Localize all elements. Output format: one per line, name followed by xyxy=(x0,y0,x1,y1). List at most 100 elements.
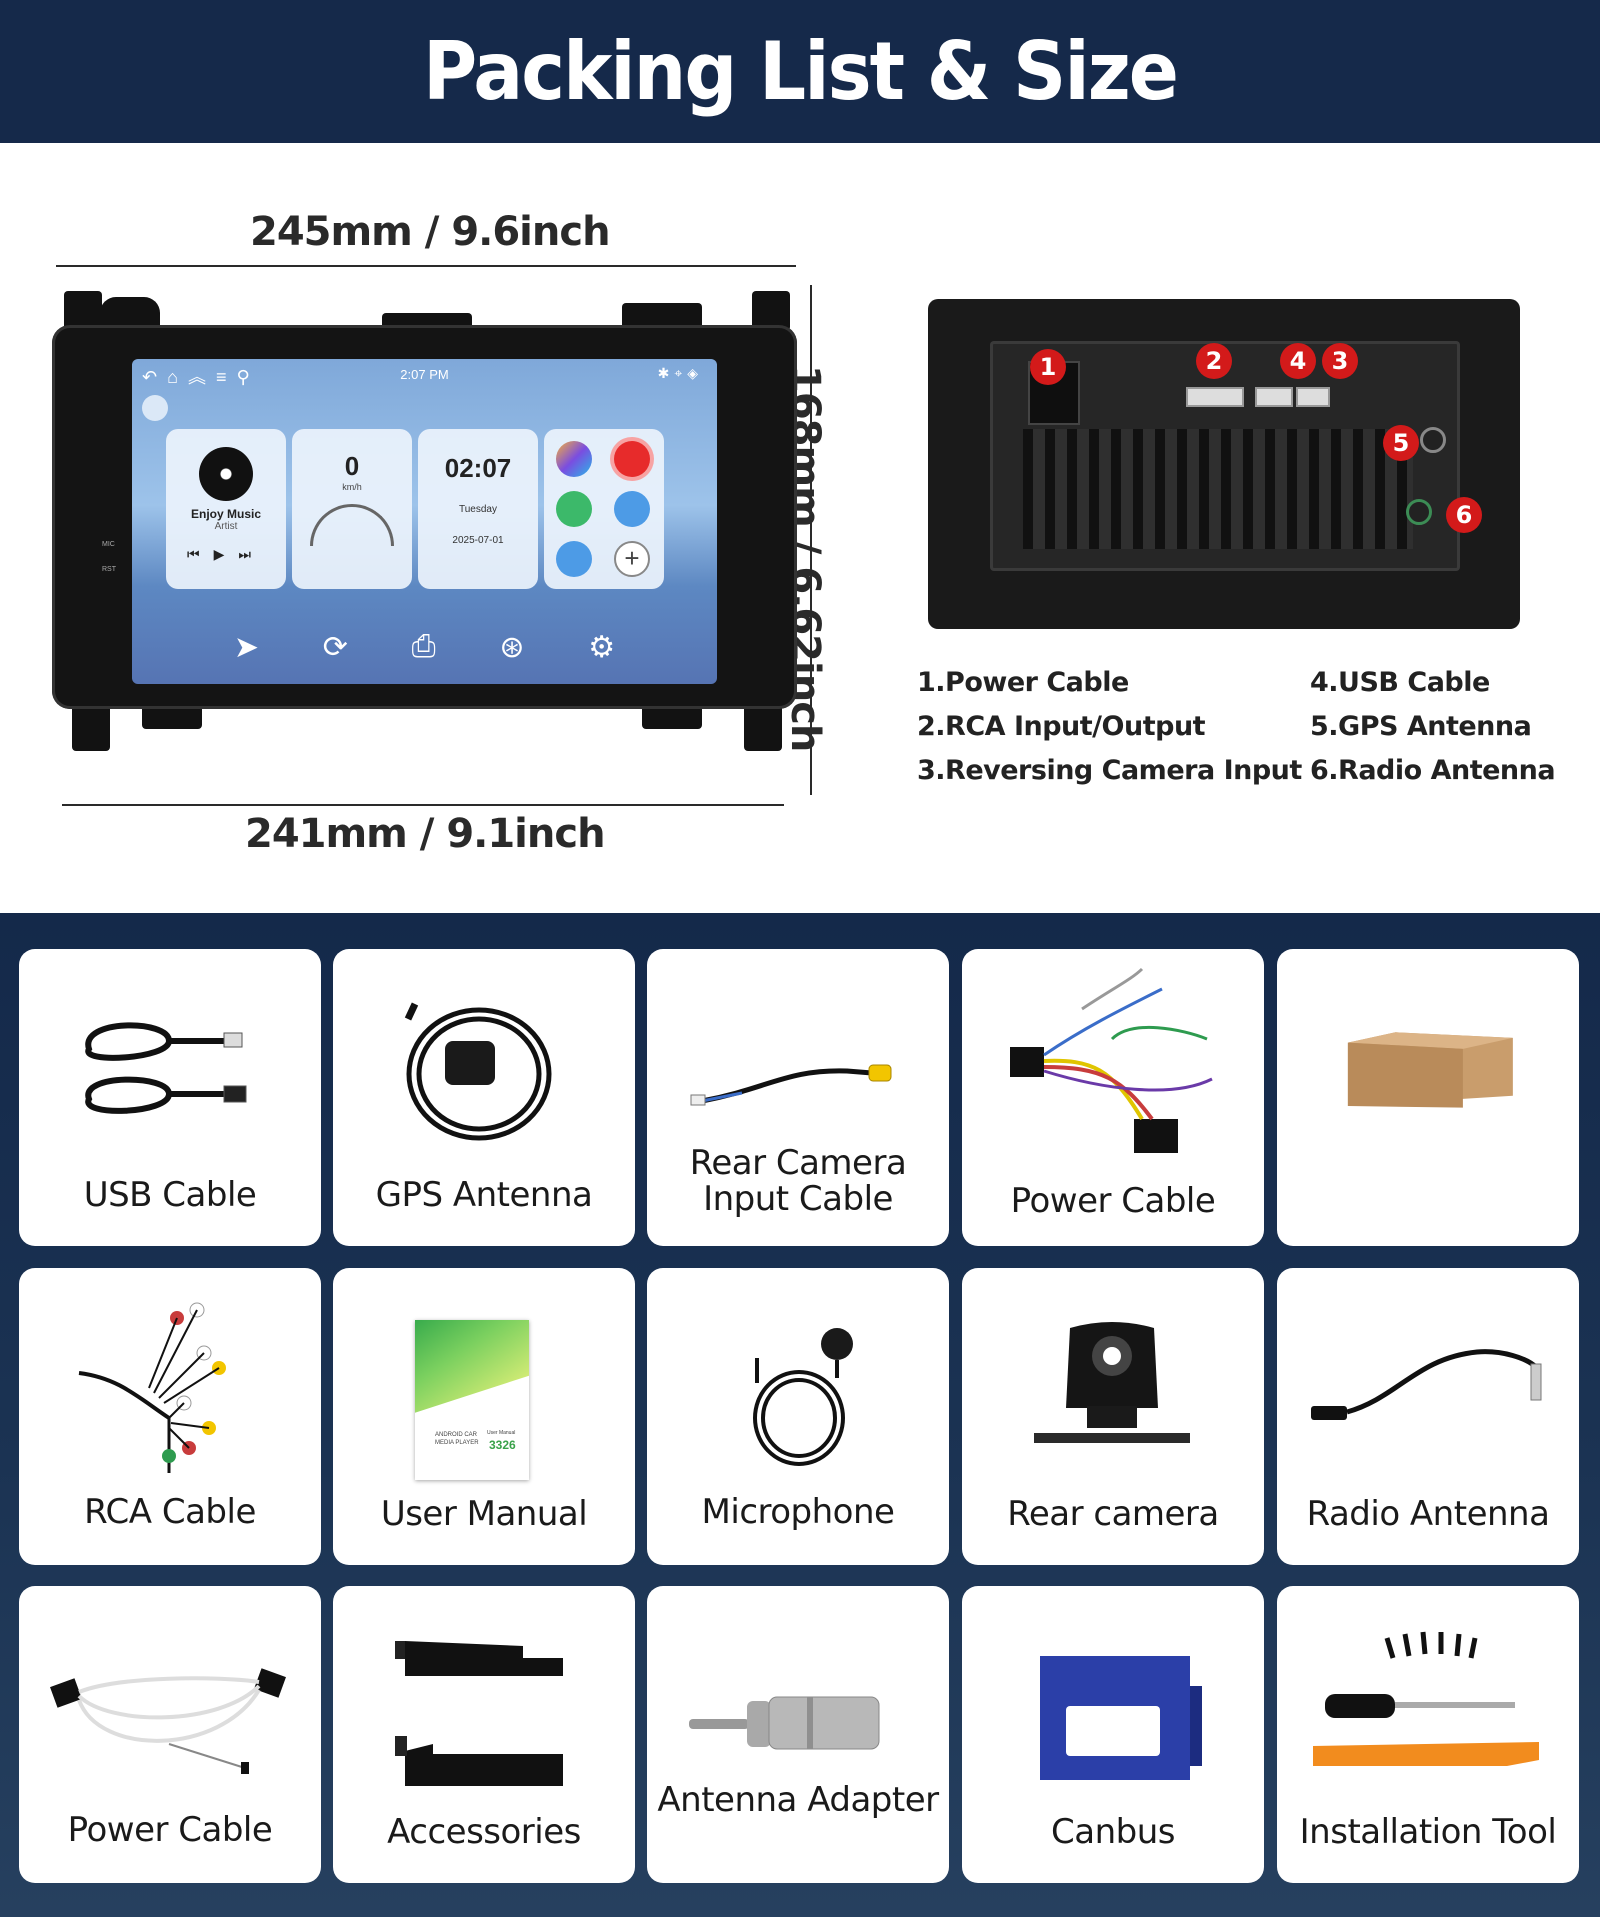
display-screen: ↶⌂︽≡⚲ 2:07 PM ✱⌖◈ Enjoy Music Artist ⏮▶⏭… xyxy=(132,359,717,684)
clock-day: Tuesday xyxy=(459,504,497,515)
badge-6: 6 xyxy=(1446,497,1482,533)
badge-5: 5 xyxy=(1383,425,1419,461)
gps-antenna-icon xyxy=(404,1002,552,1141)
item-label: Rear Camera Input Cable xyxy=(689,1143,907,1219)
camera-icon xyxy=(556,541,592,577)
phone-link-icon: ⎙ xyxy=(411,630,436,663)
manual-code: 3326 xyxy=(489,1438,516,1452)
app-icon xyxy=(556,441,592,477)
add-icon: + xyxy=(614,541,650,577)
music-artist: Artist xyxy=(214,521,238,532)
item-label: Power Cable xyxy=(67,1810,273,1850)
item-label: Canbus xyxy=(1051,1812,1175,1852)
item-card-gps-antenna: GPS Antenna xyxy=(333,949,635,1246)
clock-widget: 02:07 Tuesday 2025-07-01 xyxy=(418,429,538,589)
mic-label: MIC xyxy=(102,541,115,548)
navigation-icon: ➤ xyxy=(233,630,259,664)
usb-cable-icon xyxy=(85,1022,247,1114)
music-widget: Enjoy Music Artist ⏮▶⏭ xyxy=(166,429,286,589)
item-card-accessories: Accessories xyxy=(333,1586,635,1883)
port-rca: 2.RCA Input/Output xyxy=(917,711,1206,742)
item-card-microphone: Microphone xyxy=(647,1268,949,1565)
rca-cable-icon xyxy=(78,1302,226,1473)
manual-booklet: ANDROID CAR MEDIA PLAYER User Manual 332… xyxy=(415,1320,529,1480)
item-card-rear-camera-input-cable: Rear Camera Input Cable xyxy=(647,949,949,1246)
clock-time: 02:07 xyxy=(444,453,512,483)
badge-1: 1 xyxy=(1030,349,1066,385)
apps-widget: + xyxy=(544,429,664,589)
badge-4: 4 xyxy=(1280,343,1316,379)
dimension-line-side xyxy=(810,285,812,795)
item-label: Accessories xyxy=(387,1812,581,1852)
manual-line3: User Manual xyxy=(487,1430,516,1436)
dimension-top-width: 245mm / 9.6inch xyxy=(250,209,611,255)
camera-input-cable-icon xyxy=(690,1064,892,1106)
record-icon xyxy=(614,441,650,477)
gps-socket xyxy=(1420,427,1446,453)
item-label: USB Cable xyxy=(83,1175,257,1215)
film-icon: ⊛ xyxy=(499,630,525,664)
badge-2: 2 xyxy=(1196,343,1232,379)
port-reversing-camera: 3.Reversing Camera Input xyxy=(917,755,1302,786)
item-card-usb-cable: USB Cable xyxy=(19,949,321,1246)
item-label: GPS Antenna xyxy=(375,1175,593,1215)
rst-label: RST xyxy=(102,566,116,573)
microphone-icon xyxy=(753,1328,853,1466)
item-label: Installation Tool xyxy=(1299,1812,1557,1852)
manual-line1: ANDROID CAR xyxy=(435,1432,478,1438)
rca-socket xyxy=(1186,387,1244,407)
radio-antenna-icon xyxy=(1311,1349,1542,1420)
radio-socket xyxy=(1406,499,1432,525)
item-label: Antenna Adapter xyxy=(657,1780,939,1820)
mount-tab xyxy=(64,291,102,331)
cardboard-box-icon xyxy=(1347,1032,1513,1108)
head-unit-front: MIC RST ↶⌂︽≡⚲ 2:07 PM ✱⌖◈ Enjoy Music Ar… xyxy=(52,291,797,751)
rear-camera-icon xyxy=(1034,1322,1190,1443)
antenna-adapter-icon xyxy=(689,1696,880,1750)
vinyl-icon xyxy=(199,447,253,501)
media-controls-icon: ⏮▶⏭ xyxy=(187,546,265,562)
packing-list: USB Cable GPS Antenna Rear Camera Input … xyxy=(0,913,1600,1917)
speed-widget: 0 km/h xyxy=(292,429,412,589)
power-harness-icon xyxy=(1010,967,1213,1153)
dimension-bottom-width: 241mm / 9.1inch xyxy=(245,811,606,857)
port-power-cable: 1.Power Cable xyxy=(917,667,1129,698)
heatsink-grill xyxy=(1023,429,1413,549)
item-card-radio-antenna: Radio Antenna xyxy=(1277,1268,1579,1565)
equalizer-icon xyxy=(556,491,592,527)
mounting-brackets-icon xyxy=(395,1641,563,1786)
status-time: 2:07 PM xyxy=(400,367,449,382)
item-label: RCA Cable xyxy=(84,1492,256,1532)
manual-cover-art xyxy=(415,1320,529,1423)
dimension-line-bottom xyxy=(62,804,784,806)
nav-icons: ↶⌂︽≡⚲ xyxy=(142,367,260,387)
item-card-user-manual: ANDROID CAR MEDIA PLAYER User Manual 332… xyxy=(333,1268,635,1565)
item-card-installation-tool: Installation Tool xyxy=(1277,1586,1579,1883)
item-label: Microphone xyxy=(701,1492,895,1532)
usb-socket xyxy=(1255,387,1293,407)
item-card-rear-camera: Rear camera xyxy=(962,1268,1264,1565)
mount-tab xyxy=(100,297,160,329)
canbus-box-icon xyxy=(1040,1656,1202,1780)
app-dock: ➤ ⟳ ⎙ ⊛ ⚙ xyxy=(132,617,717,677)
mount-tab xyxy=(622,303,702,329)
installation-tools-icon xyxy=(1313,1631,1539,1766)
item-label: Power Cable xyxy=(1010,1181,1216,1221)
head-unit-back: 1 2 4 3 5 6 xyxy=(928,299,1520,629)
item-card-antenna-adapter: Antenna Adapter xyxy=(647,1586,949,1883)
port-gps: 5.GPS Antenna xyxy=(1310,711,1532,742)
item-card-rca-cable: RCA Cable xyxy=(19,1268,321,1565)
speed-unit: km/h xyxy=(342,482,362,492)
size-section: 245mm / 9.6inch 241mm / 9.1inch 168mm / … xyxy=(0,143,1600,913)
port-usb: 4.USB Cable xyxy=(1310,667,1490,698)
header-banner: Packing List & Size xyxy=(0,0,1600,143)
clock-date: 2025-07-01 xyxy=(452,535,504,546)
music-title: Enjoy Music xyxy=(190,507,261,521)
mount-tab xyxy=(752,291,790,331)
badge-3: 3 xyxy=(1322,343,1358,379)
status-icons: ✱⌖◈ xyxy=(657,365,703,381)
item-card-power-cable-2: Power Cable xyxy=(19,1586,321,1883)
power-extension-cable-icon xyxy=(50,1668,286,1774)
manual-line2: MEDIA PLAYER xyxy=(435,1440,479,1446)
speedometer-icon xyxy=(310,504,394,546)
